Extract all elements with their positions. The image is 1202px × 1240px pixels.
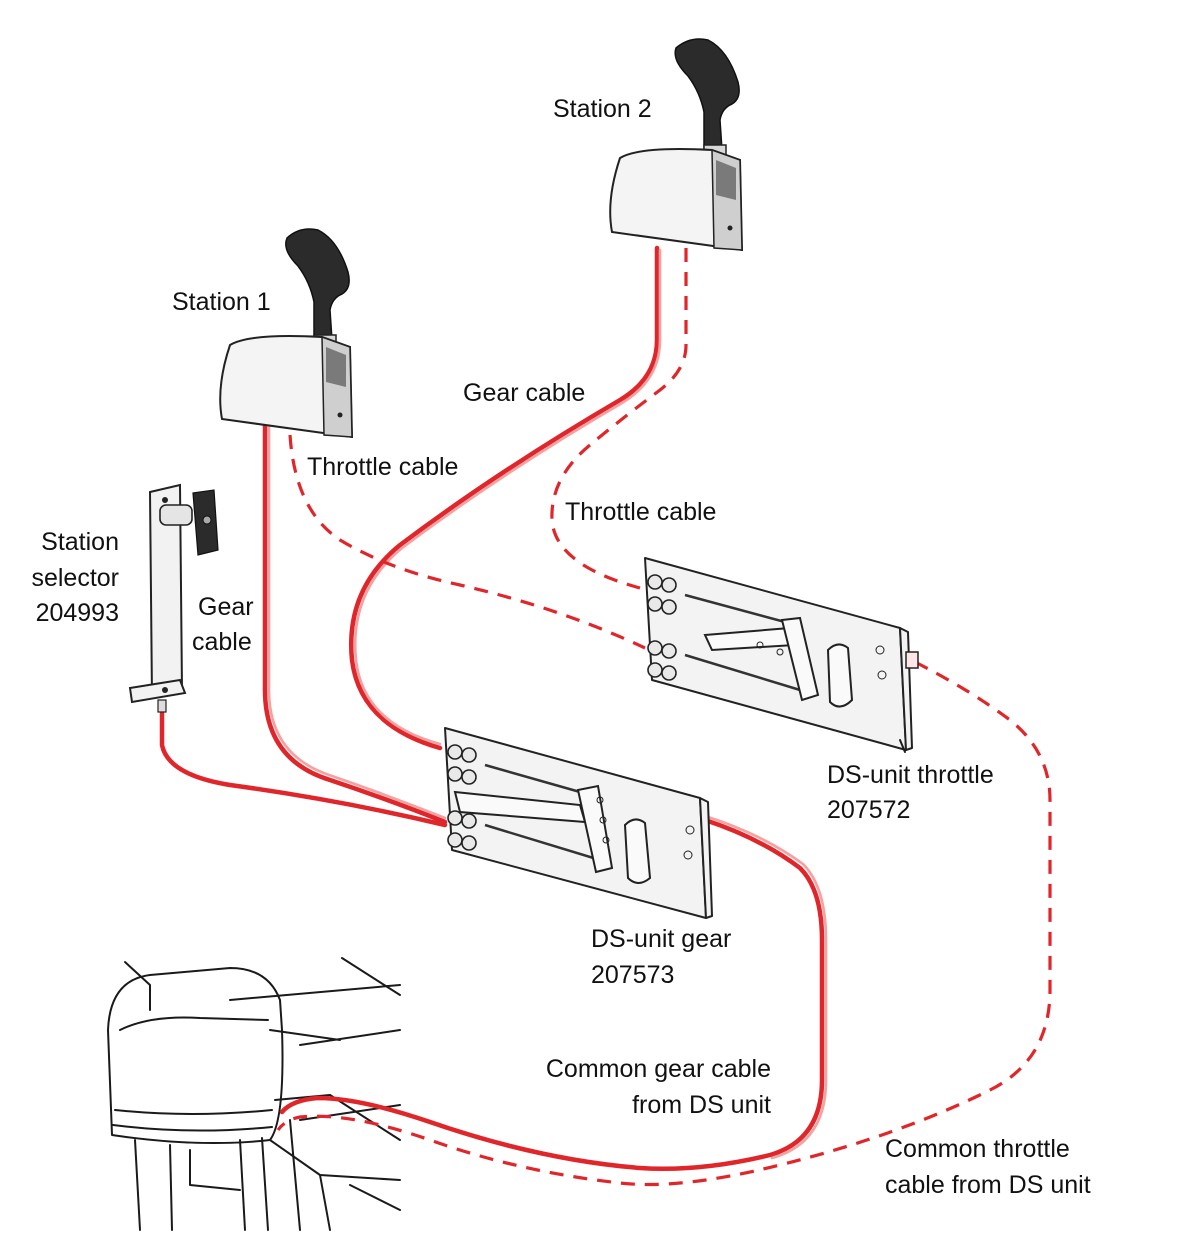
common-throttle-cable-label-line1: Common throttle [885,1135,1070,1163]
station-selector-icon [128,483,219,713]
station1-gear-cable [262,422,448,825]
station-selector-label-line1: Station [41,528,119,556]
cables [159,245,1052,1187]
station-1-throttle-cable-label: Throttle cable [307,453,458,481]
common-throttle-cable-label-line2: cable from DS unit [885,1171,1091,1199]
ds-unit-throttle-label: DS-unit throttle [827,761,994,789]
station2-throttle-cable [550,248,688,590]
station-2-control-lever [609,38,744,252]
station-2-label: Station 2 [553,95,652,123]
ds-unit-throttle-icon [644,557,919,753]
station-selector-part-number: 204993 [36,599,119,627]
station-1-gear-cable-label-line1: Gear [198,593,254,621]
station2-gear-cable [349,245,660,751]
station1-throttle-cable [288,434,646,650]
station-2-gear-cable-label: Gear cable [463,379,585,407]
station-2-throttle-cable-label: Throttle cable [565,498,716,526]
station-selector-label-line2: selector [31,564,119,592]
ds-unit-gear-part-number: 207573 [591,961,674,989]
station-1-label: Station 1 [172,288,271,316]
station-1-control-lever [219,228,354,439]
outboard-engine-icon [107,957,401,1231]
ds-unit-gear-icon [444,727,713,919]
station-selector-cable [159,707,448,828]
station-1-gear-cable-label-line2: cable [192,628,252,656]
common-gear-cable [279,817,825,1171]
common-gear-cable-label-line1: Common gear cable [546,1055,771,1083]
ds-unit-throttle-part-number: 207572 [827,796,910,824]
common-gear-cable-label-line2: from DS unit [632,1091,771,1119]
ds-unit-gear-label: DS-unit gear [591,925,731,953]
common-throttle-cable [276,660,1052,1187]
labels: Station 2 Station 1 Gear cable Throttle … [31,95,1090,1199]
